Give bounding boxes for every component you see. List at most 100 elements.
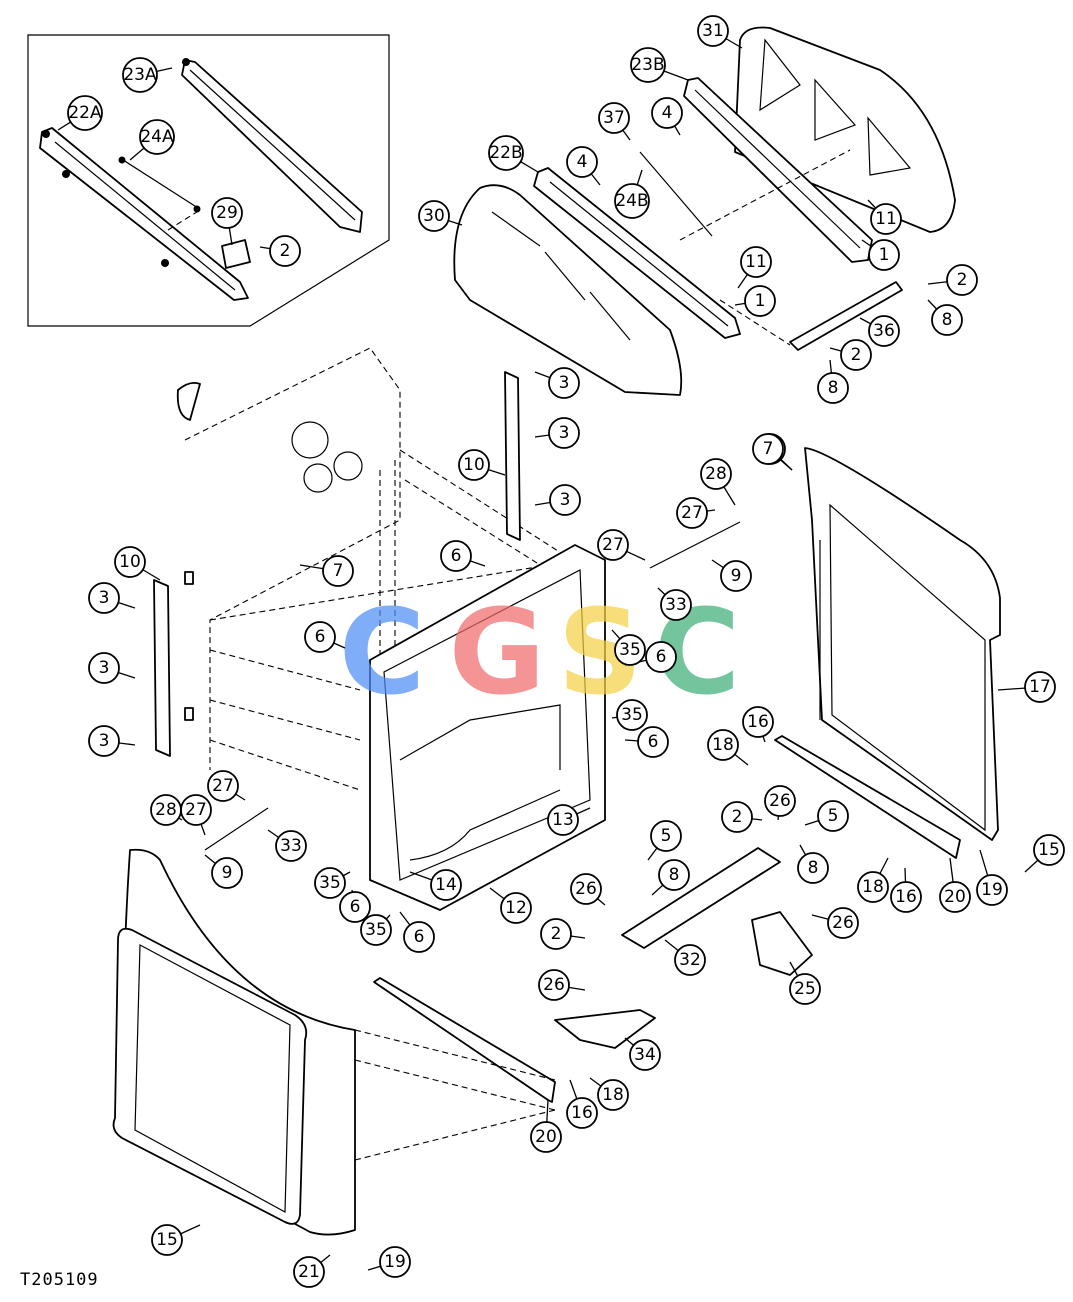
callout-circle — [211, 857, 243, 889]
callout-circle — [720, 560, 752, 592]
strips-and-brackets — [354, 735, 961, 1161]
callout-circle — [740, 246, 772, 278]
callout-18: 18 — [597, 1079, 629, 1111]
callout-8: 8 — [797, 852, 829, 884]
callout-circle — [870, 203, 902, 235]
callout-circle — [697, 15, 729, 47]
callout-text: 26 — [543, 975, 565, 995]
callout-27: 27 — [597, 529, 629, 561]
callout-circle — [207, 770, 239, 802]
callout-text: 17 — [1029, 677, 1051, 697]
callout-text: 33 — [280, 836, 302, 856]
callout-circle — [458, 449, 490, 481]
callout-circle — [1024, 671, 1056, 703]
callout-circle — [637, 726, 669, 758]
callout-circle — [540, 918, 572, 950]
callout-text: 2 — [957, 270, 968, 290]
callout-circle — [322, 555, 354, 587]
callout-text: 8 — [808, 858, 819, 878]
callout-36: 36 — [868, 315, 900, 347]
callout-3: 3 — [88, 582, 120, 614]
callout-text: 27 — [602, 535, 624, 555]
callout-text: 27 — [212, 776, 234, 796]
watermark-letter-g: G — [449, 583, 546, 721]
callout-circle — [1033, 834, 1065, 866]
callout-circle — [403, 921, 435, 953]
callout-text: 12 — [505, 898, 527, 918]
callout-text: 16 — [571, 1103, 593, 1123]
callout-text: 16 — [895, 887, 917, 907]
callout-5: 5 — [650, 820, 682, 852]
callout-27: 27 — [180, 794, 212, 826]
callout-text: 21 — [298, 1262, 320, 1282]
callout-32: 32 — [674, 944, 706, 976]
callout-27: 27 — [207, 770, 239, 802]
callout-6: 6 — [637, 726, 669, 758]
callout-circle — [742, 706, 774, 738]
callout-circle — [360, 914, 392, 946]
callout-text: 25 — [794, 979, 816, 999]
callout-18: 18 — [857, 871, 889, 903]
callout-circle — [752, 433, 784, 465]
callout-circle — [764, 785, 796, 817]
callout-circle — [616, 699, 648, 731]
watermark-letter-c1: C — [339, 583, 426, 721]
callout-2: 2 — [540, 918, 572, 950]
callout-10: 10 — [114, 546, 146, 578]
callout-6: 6 — [304, 621, 336, 653]
callout-6: 6 — [645, 641, 677, 673]
callout-26: 26 — [764, 785, 796, 817]
callout-2: 2 — [721, 801, 753, 833]
main-box-panel — [369, 544, 606, 911]
callout-circle — [744, 285, 776, 317]
callout-text: 1 — [755, 291, 766, 311]
callout-14: 14 — [430, 869, 462, 901]
callout-circle — [88, 725, 120, 757]
callout-35: 35 — [614, 634, 646, 666]
callout-circle — [566, 146, 598, 178]
callout-circle — [597, 529, 629, 561]
callout-text: 31 — [702, 21, 724, 41]
callout-circle — [817, 372, 849, 404]
callout-15: 15 — [151, 1224, 183, 1256]
callout-circle — [500, 892, 532, 924]
callout-circle — [548, 367, 580, 399]
callout-text: 9 — [222, 863, 233, 883]
callout-3: 3 — [549, 484, 581, 516]
callout-text: 3 — [99, 731, 110, 751]
callout-31: 31 — [697, 15, 729, 47]
callout-circle — [630, 47, 666, 83]
callout-3: 3 — [88, 725, 120, 757]
callout-text: 27 — [681, 503, 703, 523]
callout-circle — [674, 944, 706, 976]
callout-9: 9 — [211, 857, 243, 889]
callout-circle — [946, 264, 978, 296]
callout-text: 3 — [559, 373, 570, 393]
callout-text: 23A — [123, 65, 157, 85]
callout-circle — [530, 1121, 562, 1153]
callout-text: 18 — [602, 1085, 624, 1105]
callout-text: 8 — [669, 865, 680, 885]
callout-circle — [275, 830, 307, 862]
callout-circle — [827, 907, 859, 939]
callout-text: 37 — [603, 108, 625, 128]
callout-circle — [721, 801, 753, 833]
callout-text: 6 — [315, 627, 326, 647]
callout-21: 21 — [293, 1256, 325, 1288]
callout-text: 26 — [575, 879, 597, 899]
callout-text: 28 — [155, 800, 177, 820]
callout-9: 9 — [720, 560, 752, 592]
callout-26: 26 — [538, 969, 570, 1001]
callout-8: 8 — [658, 859, 690, 891]
callout-circle — [676, 497, 708, 529]
callout-text: 19 — [981, 880, 1003, 900]
callout-circle — [440, 540, 472, 572]
callout-circle — [614, 183, 650, 219]
callout-text: 11 — [875, 209, 897, 229]
callout-circle — [548, 417, 580, 449]
callout-text: 29 — [216, 203, 238, 223]
callout-text: 28 — [705, 464, 727, 484]
callout-text: 22B — [489, 143, 522, 163]
callout-circle — [868, 239, 900, 271]
